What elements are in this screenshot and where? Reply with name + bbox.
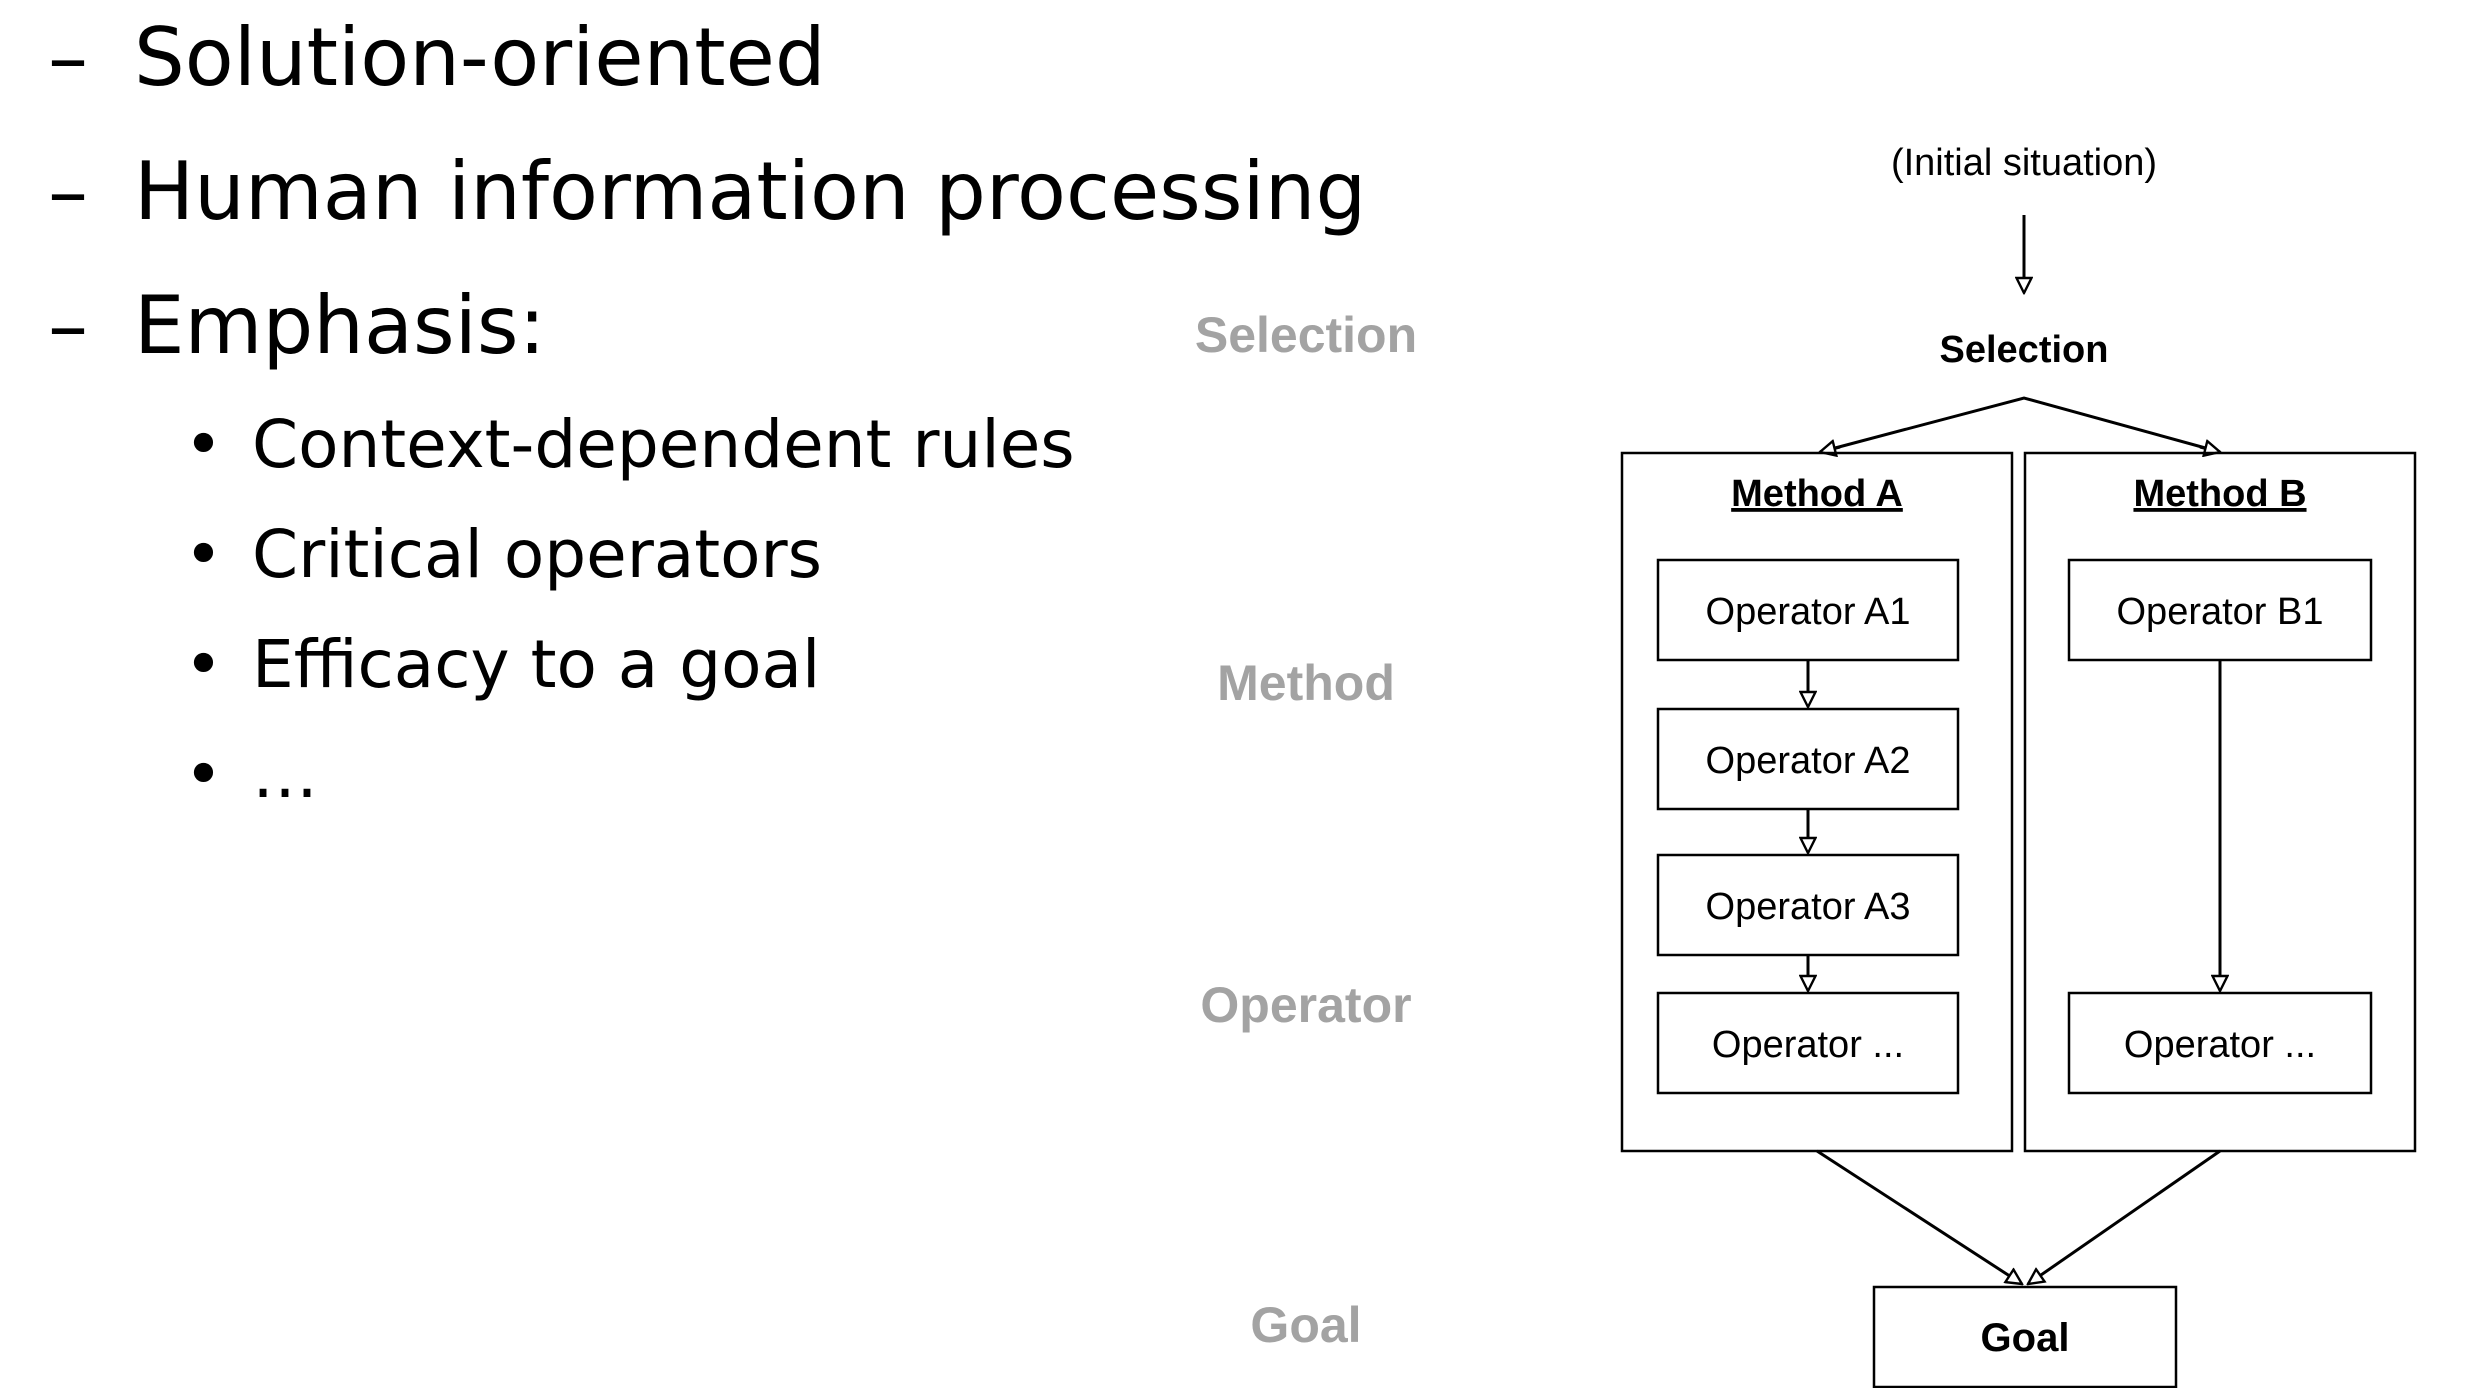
sub-bullet-text: Critical operators <box>252 516 823 593</box>
dash-marker: – <box>48 145 88 238</box>
operator-b1-box: Operator B1 <box>2067 558 2373 662</box>
sub-bullet-text: Context-dependent rules <box>252 406 1075 483</box>
bullet-dot-marker: • <box>184 626 223 703</box>
operator-b1-label: Operator B1 <box>2117 591 2324 633</box>
level-label-goal: Goal <box>1250 1297 1362 1353</box>
operator-b-end-box: Operator ... <box>2067 991 2373 1095</box>
sub-bullet-text: Efficacy to a goal <box>252 626 821 703</box>
selection-node: Selection <box>1940 329 2109 371</box>
bullet-text: Emphasis: <box>134 279 546 372</box>
goal-box: Goal <box>1872 1285 2178 1388</box>
selection-branch-lines <box>1819 396 2221 454</box>
bullet-text: Solution-oriented <box>134 11 826 104</box>
goal-label: Goal <box>1981 1316 2070 1360</box>
bullet-text: Human information processing <box>134 145 1367 238</box>
selection-to-method-a-arrow <box>1820 447 1841 452</box>
method-b-to-goal-arrow <box>2028 1149 2221 1284</box>
operator-a2-box: Operator A2 <box>1656 707 1960 811</box>
operator-b-end-label: Operator ... <box>2124 1024 2316 1066</box>
level-label-method: Method <box>1217 655 1395 711</box>
dash-marker: – <box>48 279 88 372</box>
operator-a3-box: Operator A3 <box>1656 853 1960 957</box>
method-a-to-goal-arrow <box>1816 1149 2022 1284</box>
method-a-title: Method A <box>1731 473 1903 515</box>
level-label-selection: Selection <box>1194 307 1418 363</box>
method-b-title: Method B <box>2133 473 2306 515</box>
bullet-dot-marker: • <box>184 736 223 813</box>
level-label-operator: Operator <box>1200 977 1412 1033</box>
operator-a-end-label: Operator ... <box>1712 1024 1904 1066</box>
operator-a-end-box: Operator ... <box>1656 991 1960 1095</box>
initial-situation-label: (Initial situation) <box>1891 142 2157 184</box>
operator-a1-box: Operator A1 <box>1656 558 1960 662</box>
operator-a3-label: Operator A3 <box>1706 886 1911 928</box>
bullet-dot-marker: • <box>184 516 223 593</box>
sub-bullet-text: … <box>252 736 318 813</box>
bullet-dot-marker: • <box>184 406 223 483</box>
selection-to-method-b-arrow <box>2199 447 2220 452</box>
operator-a1-label: Operator A1 <box>1706 591 1911 633</box>
operator-a2-label: Operator A2 <box>1706 740 1911 782</box>
dash-marker: – <box>48 11 88 104</box>
